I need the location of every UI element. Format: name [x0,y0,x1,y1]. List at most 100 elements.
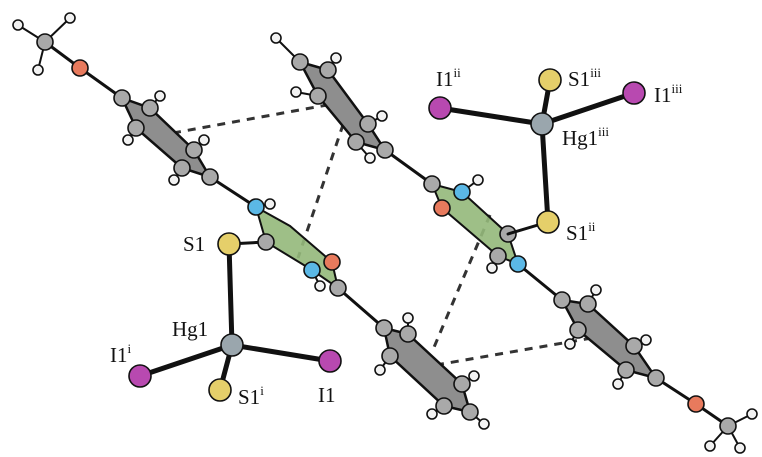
atom-carbon [617,361,635,379]
label-i1-iii: I1iii [654,81,683,107]
atom-carbon [625,337,643,355]
atom-carbon [309,87,327,105]
atom-hydrogen [376,110,388,122]
atom-sulfur-s1-i [208,378,232,402]
atom-nitrogen [303,261,321,279]
left-molecule [12,12,490,430]
bond [336,286,386,330]
atom-iodine-i1-ii [428,96,452,120]
atom-iodine-i1-iii [622,81,646,105]
atom-iodine-i1 [318,349,342,373]
atom-iodine-i1-i [128,364,152,388]
atom-hydrogen [364,152,376,164]
label-hg1: Hg1 [172,317,208,341]
bond [137,342,235,379]
atom-carbon [553,291,571,309]
phenyl-ring-upper-left [119,95,213,180]
atom-nitrogen [453,183,471,201]
atom-carbon [113,89,131,107]
atom-hydrogen [564,338,576,350]
atom-hydrogen [704,440,716,452]
atom-hydrogen [640,334,652,346]
atom-oxygen [323,253,341,271]
atom-carbon [461,403,479,421]
atom-hydrogen [590,284,602,296]
atom-carbon [376,141,394,159]
atom-hydrogen [270,32,282,44]
atom-hydrogen [612,378,624,390]
atom-carbon [347,133,365,151]
atom-nitrogen [247,198,265,216]
label-i1-i: I1i [110,341,132,367]
atom-nitrogen [509,255,527,273]
bond [226,241,235,348]
atom-carbon [423,175,441,193]
atom-carbon [173,159,191,177]
atom-oxygen [71,59,89,77]
contact-line-upper-diagonal [296,109,350,259]
atom-carbon [319,61,337,79]
bond [229,342,333,364]
atom-hydrogen [64,12,76,24]
label-s1-iii: S1iii [568,65,601,91]
atom-carbon [579,295,597,313]
atom-mercury-hg1 [220,333,244,357]
atom-hydrogen [12,19,24,31]
atom-hydrogen [478,418,490,430]
right-molecule [270,32,758,454]
atom-carbon [381,347,399,365]
atom-sulfur-s1-iii [538,68,562,92]
atom-hydrogen [122,134,134,146]
atom-carbon [201,168,219,186]
contact-lines [172,101,593,367]
atom-sulfur-s1-ii [536,210,560,234]
atom-carbon [647,369,665,387]
mercury-complex-upper-right [428,68,646,236]
atom-hydrogen [168,174,180,186]
atom-carbon [185,141,203,159]
bond [539,121,551,225]
atom-hydrogen [472,174,484,186]
mercury-complex-lower-left [128,232,342,402]
phenyl-ring-upper-right [297,59,388,153]
bond [437,105,545,127]
atom-hydrogen [154,90,166,102]
atom-carbon [489,247,507,265]
atom-carbon [359,115,377,133]
atom-carbon [719,417,737,435]
atom-hydrogen [486,262,498,274]
atom-carbon [569,321,587,339]
label-i1-ii: I1ii [436,65,461,91]
label-i1: I1 [318,383,336,407]
atom-carbon [453,375,471,393]
phenyl-ring-lower-right [382,326,472,414]
atom-hydrogen [374,364,386,376]
atom-hydrogen [330,52,342,64]
label-hg1-iii: Hg1iii [562,124,609,150]
atom-sulfur-s1 [217,232,241,256]
atom-carbon [141,99,159,117]
atom-carbon [329,279,347,297]
atom-hydrogen [426,408,438,420]
atom-hydrogen [198,134,210,146]
atom-carbon [127,119,145,137]
contact-line-top [172,101,339,135]
atom-hydrogen [290,86,302,98]
atom-hydrogen [314,280,326,292]
atom-hydrogen [468,370,480,382]
atom-hydrogen [746,408,758,420]
atom-hydrogen [32,64,44,76]
atom-carbon [399,325,417,343]
atom-hydrogen [402,312,414,324]
atom-oxygen [433,199,451,217]
atom-hydrogen [734,442,746,454]
atom-carbon [291,53,309,71]
atom-hydrogen [264,198,276,210]
bond [383,148,434,186]
label-s1-i: S1i [238,383,264,409]
contact-line-bottom [435,336,593,367]
atom-carbon [435,397,453,415]
label-s1-ii: S1ii [566,219,596,245]
